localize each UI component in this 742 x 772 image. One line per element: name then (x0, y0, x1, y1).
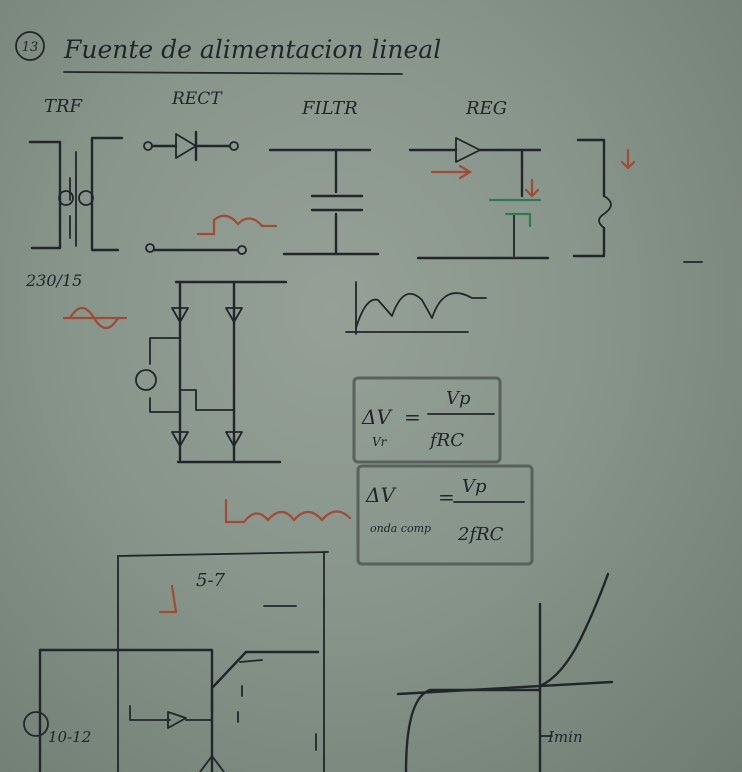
filtered-ripple-sketch (345, 281, 487, 335)
label-reg: REG (465, 98, 507, 119)
zener-iv-curve (396, 572, 614, 772)
output-load-symbol (572, 138, 703, 263)
label-trf: TRF (44, 96, 84, 117)
formula-2-sub: onda comp (370, 522, 431, 535)
imin-label: Imin (547, 728, 583, 746)
formula-1-sub: Vr (372, 435, 388, 449)
formula-2-den: 2fRC (457, 524, 504, 545)
formula-1-num: Vp (446, 388, 471, 409)
formula-2-lhs: ΔV (365, 483, 397, 507)
mains-label: 230/15 (25, 271, 82, 290)
label-rect: RECT (171, 89, 223, 109)
full-wave-formula-box (356, 464, 534, 566)
full-wave-output-sketch (224, 498, 352, 524)
ripple-formula-box (352, 376, 502, 464)
lecture-number-badge: 13 (15, 31, 45, 61)
transformer-symbol (28, 136, 124, 252)
label-filtr: FILTR (301, 98, 358, 119)
zener-regulator-circuit (23, 551, 329, 772)
formula-2-num: Vp (462, 476, 487, 497)
formula-1-den: fRC (428, 430, 464, 451)
regulator-symbol (408, 137, 550, 260)
regulator-current-arrow (430, 164, 473, 180)
half-wave-output-sketch (196, 214, 278, 236)
source-voltage-label: 10-12 (48, 728, 91, 746)
zener-range-label: 5-7 (196, 570, 226, 591)
rectifier-diode-symbol (143, 130, 247, 255)
lecture-number: 13 (22, 40, 39, 55)
title-underline (63, 71, 403, 75)
load-current-arrow (620, 148, 636, 170)
svg-text:=: = (438, 485, 455, 509)
formula-1-lhs: ΔV (361, 405, 393, 429)
regulator-red-arrow (524, 178, 540, 198)
regulator-green-marks (488, 198, 542, 228)
svg-text:=: = (404, 405, 421, 429)
bridge-rectifier (135, 280, 288, 464)
page-title: Fuente de alimentacion lineal (63, 35, 441, 64)
filter-capacitor-symbol (268, 148, 380, 256)
